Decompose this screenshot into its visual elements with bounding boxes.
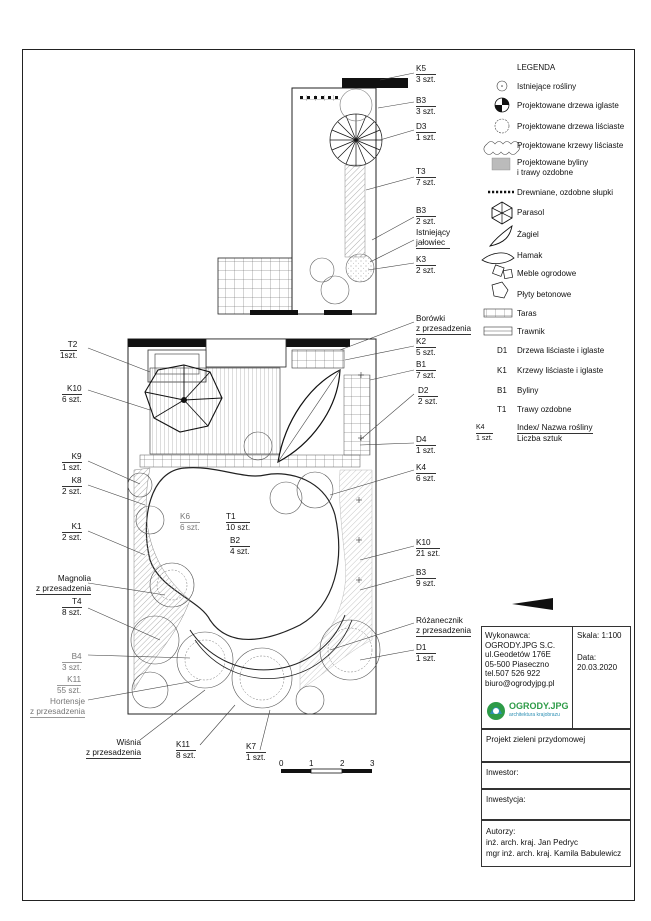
project-name: Projekt zieleni przydomowej	[486, 735, 586, 744]
authors-label: Autorzy:	[486, 827, 516, 836]
legend-concrete-slabs: Płyty betonowe	[517, 290, 572, 299]
contractor-line-2: ul.Geodetów 176E	[485, 650, 551, 659]
date-label: Data:	[577, 653, 597, 662]
main-plot	[127, 338, 381, 715]
scale-tick-3: 3	[370, 759, 375, 768]
author-2: mgr inż. arch. kraj. Kamila Babulewicz	[486, 849, 622, 858]
contractor-email: biuro@ogrodyjpg.pl	[485, 678, 555, 688]
investor-label: Inwestor:	[486, 768, 519, 777]
project-row: Projekt zieleni przydomowej	[481, 729, 631, 762]
legend-code-d1-desc: Drzewa liściaste i iglaste	[517, 346, 605, 355]
contractor-label: Wykonawca:	[485, 631, 531, 640]
investor-row: Inwestor:	[481, 762, 631, 789]
company-logo: OGRODY.JPG architektura krajobrazu	[486, 700, 570, 722]
legend-code-k1: K1	[497, 366, 507, 375]
investment-row: Inwestycja:	[481, 789, 631, 820]
legend-code-d1: D1	[497, 346, 508, 355]
legend-sail: Żagiel	[517, 230, 539, 239]
legend-garden-furniture: Meble ogrodowe	[517, 269, 577, 278]
legend-conifer-trees: Projektowane drzewa iglaste	[517, 101, 619, 110]
title-block-scale-date	[572, 626, 631, 729]
legend-perennials-grasses: Projektowane byliny i trawy ozdobne	[517, 158, 589, 177]
contractor-line-1: OGRODY.JPG S.C.	[485, 640, 556, 650]
scale-tick-2: 2	[340, 759, 345, 768]
legend-title: LEGENDA	[517, 63, 556, 72]
north-arrow-icon	[512, 598, 553, 610]
scale-text: Skala: 1:100	[577, 631, 622, 640]
upper-plot	[217, 78, 408, 315]
legend-code-t1: T1	[497, 405, 507, 414]
company-logo-icon	[487, 702, 505, 720]
legend-lawn: Trawnik	[517, 327, 545, 336]
legend-icons	[481, 80, 520, 336]
logo-subtext: architektura krajobrazu	[509, 712, 560, 718]
authors-row: Autorzy: inż. arch. kraj. Jan Pedryc mgr…	[481, 820, 631, 867]
contractor-line-4: tel.507 526 922	[485, 669, 541, 678]
legend-existing-plants: Istniejące rośliny	[517, 82, 577, 91]
legend-code-b1-desc: Byliny	[517, 386, 539, 395]
scale-tick-0: 0	[279, 759, 284, 768]
legend-hammock: Hamak	[517, 251, 543, 260]
legend-deciduous-trees: Projektowane drzewa liściaste	[517, 122, 625, 131]
logo-text: OGRODY.JPG	[509, 701, 569, 711]
legend-parasol: Parasol	[517, 208, 545, 217]
drawing-sheet-frame	[22, 49, 635, 901]
date-value: 20.03.2020	[577, 663, 618, 672]
contractor-block: Wykonawca: OGRODY.JPG S.C. ul.Geodetów 1…	[485, 631, 555, 688]
legend-wooden-posts: Drewniane, ozdobne słupki	[517, 188, 614, 197]
author-1: inż. arch. kraj. Jan Pedryc	[486, 838, 579, 847]
legend-code-k1-desc: Krzewy liściaste i iglaste	[517, 366, 604, 375]
legend-terrace: Taras	[517, 309, 537, 318]
legend-code-t1-desc: Trawy ozdobne	[517, 405, 572, 414]
legend-deciduous-shrubs: Projektowane krzewy liściaste	[517, 141, 624, 150]
scale-bar	[281, 768, 372, 774]
contractor-line-3: 05-500 Piaseczno	[485, 659, 550, 669]
investment-label: Inwestycja:	[486, 795, 526, 804]
scale-tick-1: 1	[309, 759, 314, 768]
legend-code-b1: B1	[497, 386, 507, 395]
